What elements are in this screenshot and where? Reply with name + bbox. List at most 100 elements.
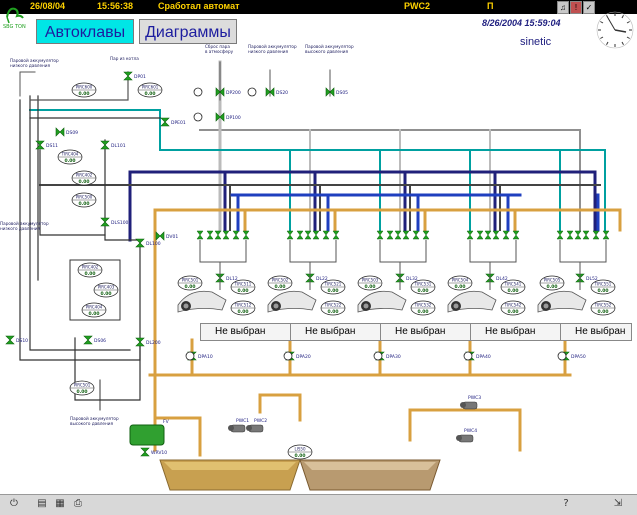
valve-ds20[interactable]: DS20 — [265, 87, 288, 97]
valve-label: DV01 — [166, 234, 178, 240]
pump-pwc3[interactable]: PWC3 — [460, 395, 481, 410]
valve-ds09[interactable]: DS09 — [55, 127, 78, 137]
manifold-valve[interactable] — [196, 230, 204, 240]
valve-dp01[interactable]: DP01 — [123, 71, 146, 81]
manifold-valve[interactable] — [512, 230, 520, 240]
manifold-valve[interactable] — [214, 230, 222, 240]
valve-ds06[interactable]: DS06 — [83, 335, 106, 345]
alarm-icon[interactable]: ! — [570, 1, 582, 14]
exit-icon[interactable]: ⇲ — [613, 498, 623, 509]
manifold-valve[interactable] — [502, 230, 510, 240]
manifold-valve[interactable] — [296, 230, 304, 240]
valve-dv01[interactable]: DV01 — [155, 231, 178, 241]
pump-pwc4[interactable]: PWC4 — [456, 428, 477, 443]
autoclave-5[interactable] — [537, 290, 587, 313]
calendar-icon[interactable]: ▦ — [55, 498, 65, 509]
valve-dpe01[interactable]: DPE01 — [160, 117, 186, 127]
valve-dp200[interactable]: DP200 — [215, 87, 241, 97]
printer-icon[interactable]: ⎙ — [74, 498, 82, 509]
manifold-valve[interactable] — [242, 230, 250, 240]
autoclave-4[interactable] — [447, 290, 497, 313]
bell-icon[interactable]: ♫ — [557, 1, 569, 14]
manifold-valve[interactable] — [206, 230, 214, 240]
tab-diagrams[interactable]: Диаграммы — [139, 19, 237, 44]
valve-wrv10[interactable]: WRV10 — [140, 447, 167, 457]
manifold-valve[interactable] — [402, 230, 410, 240]
manifold-valve[interactable] — [492, 230, 500, 240]
valve-dl200[interactable]: DL200 — [135, 337, 161, 347]
pump-pwc2[interactable]: PWC2 — [246, 418, 267, 433]
valve-dp100[interactable]: DP100 — [215, 112, 241, 122]
manifold-valve[interactable] — [592, 230, 600, 240]
manifold-valve[interactable] — [412, 230, 420, 240]
manifold-valve[interactable] — [312, 230, 320, 240]
manifold-valve[interactable] — [556, 230, 564, 240]
manifold-valve[interactable] — [376, 230, 384, 240]
manifold-valve[interactable] — [222, 230, 230, 240]
manifold-valve[interactable] — [322, 230, 330, 240]
valve-dl101[interactable]: DL101 — [100, 140, 126, 150]
valve-ds10[interactable]: DS10 — [5, 335, 28, 345]
manifold-valve[interactable] — [394, 230, 402, 240]
status-lamp — [283, 351, 293, 361]
valve-dls100[interactable]: DLS100 — [100, 217, 129, 227]
manifold-valve[interactable] — [232, 230, 240, 240]
valve-dl100[interactable]: DL100 — [135, 238, 161, 248]
valve-fv[interactable]: FV — [163, 419, 170, 425]
manifold-valve[interactable] — [484, 230, 492, 240]
manifold-valve[interactable] — [466, 230, 474, 240]
manifold-valve[interactable] — [566, 230, 574, 240]
pump-pwc1[interactable]: PWC1 — [228, 418, 249, 433]
manifold-valve[interactable] — [286, 230, 294, 240]
valve-ds05[interactable]: DS05 — [325, 87, 348, 97]
manifold-valve[interactable] — [476, 230, 484, 240]
plug-icon[interactable]: ⏻ — [10, 498, 18, 509]
autoclave-5-status[interactable]: Не выбран — [560, 323, 632, 341]
document-icon[interactable]: ▤ — [37, 498, 47, 509]
manifold-valve[interactable] — [574, 230, 582, 240]
manifold-valve[interactable] — [304, 230, 312, 240]
autoclave-2[interactable] — [267, 290, 317, 313]
manifold-valve[interactable] — [332, 230, 340, 240]
manifold-valve[interactable] — [602, 230, 610, 240]
valve-ds11[interactable]: DS11 — [35, 140, 58, 150]
autoclave-3[interactable] — [357, 290, 407, 313]
logo-text: SBG TON — [3, 24, 26, 30]
help-icon[interactable]: ? — [563, 498, 569, 509]
tab-autoclaves[interactable]: Автоклавы — [36, 19, 134, 44]
manifold-valve[interactable] — [582, 230, 590, 240]
autoclave-1[interactable] — [177, 290, 227, 313]
manifold-valve[interactable] — [386, 230, 394, 240]
manifold-valve[interactable] — [422, 230, 430, 240]
clock-icon — [596, 11, 634, 49]
checkbox-icon[interactable]: ✓ — [583, 1, 595, 14]
instrument-value: 0.00 — [100, 291, 111, 297]
